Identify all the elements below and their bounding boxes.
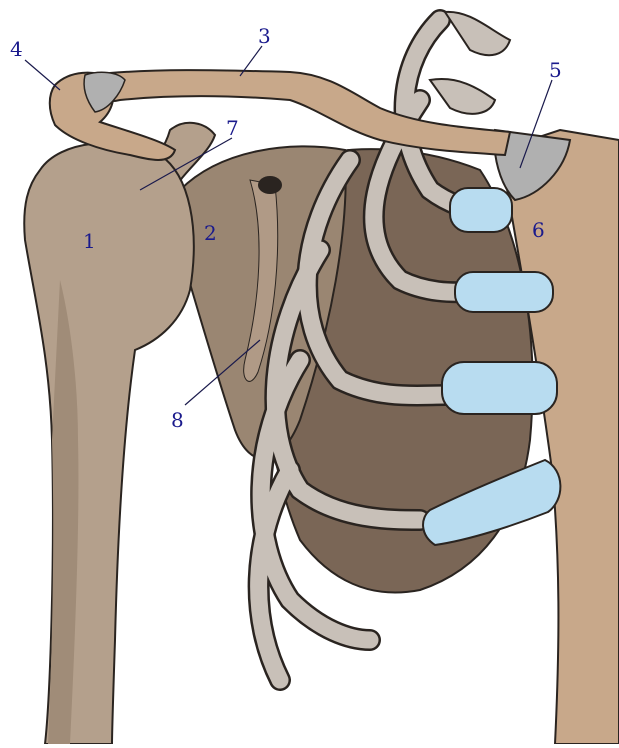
label-humerus: 1 — [83, 231, 96, 251]
label-coracoid-process: 7 — [226, 118, 239, 138]
leader-4 — [25, 60, 60, 90]
cartilage-2 — [455, 272, 553, 312]
label-scapula: 8 — [171, 410, 184, 430]
rib-tip-upper — [445, 12, 510, 55]
humerus — [24, 143, 194, 744]
suprascapular-notch — [258, 176, 282, 194]
label-costal-cartilage: 6 — [532, 220, 545, 240]
label-sternoclavicular-joint: 5 — [549, 60, 562, 80]
acromioclavicular-joint — [84, 72, 125, 112]
rib-tip-second — [430, 79, 495, 114]
label-clavicle: 3 — [258, 26, 271, 46]
cartilage-3 — [442, 362, 557, 414]
label-acromion: 4 — [10, 39, 23, 59]
cartilage-1 — [450, 188, 512, 232]
label-glenoid: 2 — [204, 223, 217, 243]
